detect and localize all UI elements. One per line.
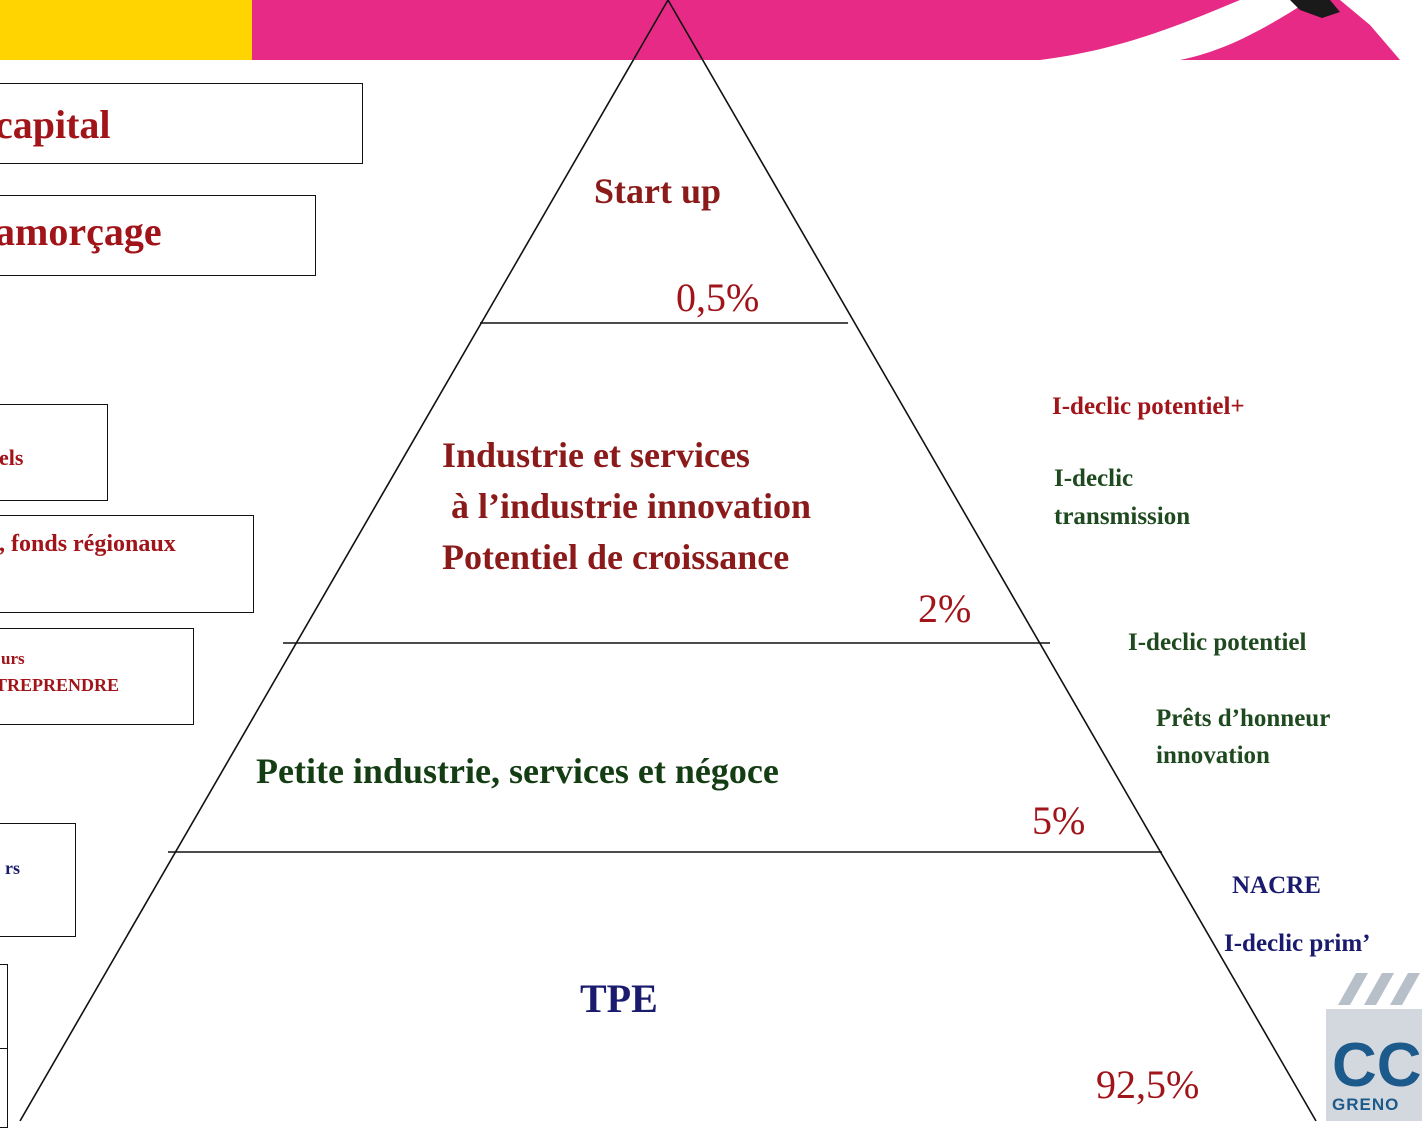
left-box-capital-text: capital [0,102,111,147]
label-prets-honneur-line1: Prêts d’honneur [1156,705,1331,732]
left-box-fonds-regionaux: , fonds régionaux [0,515,254,613]
header-yellow-band [0,0,252,60]
left-box-entreprendre-line2: TREPRENDRE [0,675,120,695]
left-box-entreprendre-line1: urs [1,649,25,668]
label-idelic-prim: I-declic prim’ [1224,930,1371,957]
logo-subtitle: GRENO [1332,1095,1400,1114]
tier-tpe-label: TPE [580,976,658,1021]
logo-letters: CC [1332,1031,1422,1100]
left-box-amorcage: amorçage [0,195,316,276]
label-idelic-potentiel: I-declic potentiel [1128,629,1307,656]
cci-logo: CC GRENO [1318,965,1422,1121]
label-idelic-transmission-line1: I-declic [1054,465,1134,492]
logo-stripes-icon [1326,973,1422,1121]
tier-startup-label: Start up [594,171,722,211]
tier-industry-line2: à l’industrie innovation [442,486,812,526]
tier-tpe-percent: 92,5% [1096,1062,1200,1107]
tier-industry-line3: Potentiel de croissance [442,537,790,577]
tier-small-industry-label: Petite industrie, services et négoce [256,751,779,791]
left-box-els: els [0,404,108,501]
label-prets-honneur-line2: innovation [1156,742,1270,769]
left-box-capital: capital [0,83,363,164]
header-pink-band [252,0,1422,60]
left-box-rs-text: rs [5,858,20,878]
tier-industry-line1: Industrie et services [442,435,750,475]
label-idelic-potentiel-plus: I-declic potentiel+ [1052,393,1245,420]
left-box-rs: rs [0,823,76,937]
tier-industry-percent: 2% [918,586,972,631]
label-nacre: NACRE [1232,872,1321,899]
left-box-bottom-2 [0,1048,8,1128]
left-box-bottom-1 [0,964,8,1050]
left-box-entreprendre: urs TREPRENDRE [0,628,194,725]
left-box-fonds-regionaux-text: , fonds régionaux [0,531,176,557]
left-box-amorcage-text: amorçage [0,209,162,254]
label-idelic-transmission-line2: transmission [1054,503,1191,530]
tier-small-industry-percent: 5% [1032,798,1086,843]
left-box-els-text: els [0,445,24,470]
tier-startup-percent: 0,5% [676,275,760,320]
